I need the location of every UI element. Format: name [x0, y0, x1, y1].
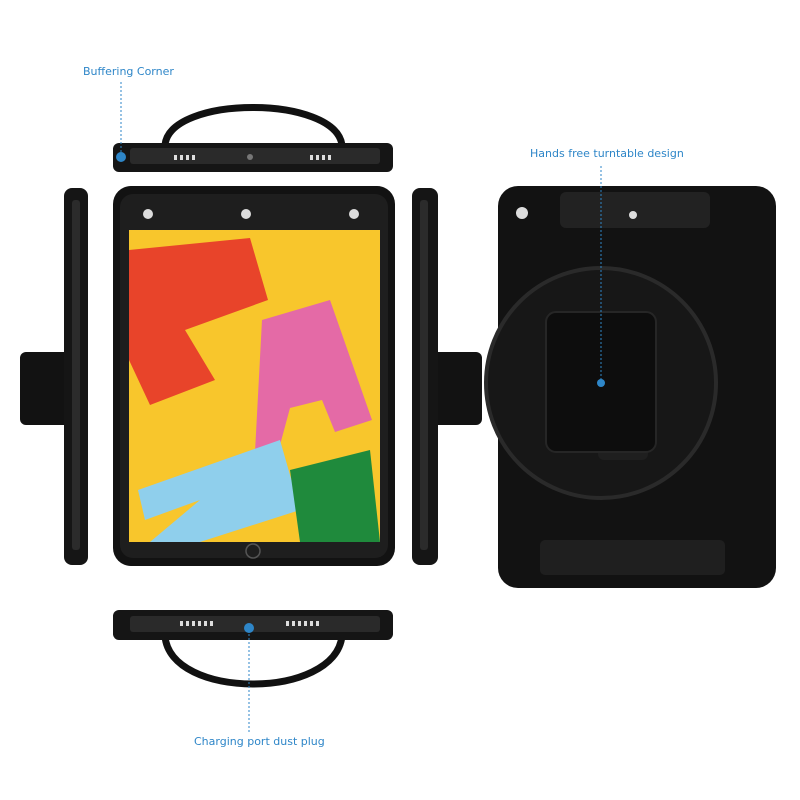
callout-hands-free: Hands free turntable design	[530, 147, 684, 160]
back-view	[484, 186, 776, 588]
callout-dot	[116, 152, 126, 162]
callout-buffering-corner: Buffering Corner	[83, 65, 174, 78]
callout-dot	[244, 623, 254, 633]
left-side-view	[20, 188, 88, 565]
top-view	[113, 104, 393, 172]
front-view	[113, 186, 395, 566]
bottom-view	[113, 610, 393, 688]
callout-charging-port: Charging port dust plug	[194, 735, 325, 748]
right-side-view	[412, 188, 482, 565]
callout-dot	[597, 379, 605, 387]
